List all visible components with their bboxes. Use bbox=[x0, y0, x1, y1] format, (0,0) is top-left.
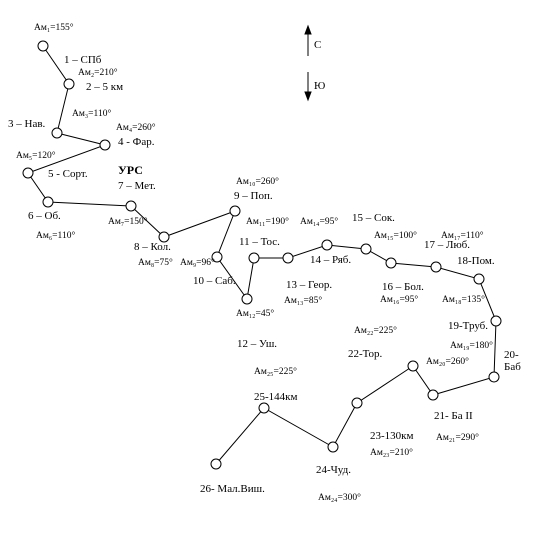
south-arrow bbox=[304, 72, 312, 102]
route-line bbox=[27, 45, 497, 465]
station-node-18 bbox=[473, 273, 485, 285]
station-label-18: 18-Пом. bbox=[457, 255, 495, 267]
station-nodes bbox=[22, 40, 502, 470]
north-arrow bbox=[304, 24, 312, 56]
station-node-22 bbox=[407, 360, 419, 372]
station-label-22: 22-Тор. bbox=[348, 348, 383, 360]
azimuth-label-12: Ам₁₂=45° bbox=[236, 309, 275, 319]
azimuth-label-10: Ам₁₀=260° bbox=[236, 177, 279, 187]
station-node-19 bbox=[490, 315, 502, 327]
azimuth-label-9: Ам₉=96° bbox=[180, 258, 215, 268]
station-label-17: 17 – Люб. bbox=[424, 239, 471, 251]
azimuth-label-11: Ам₁₁=190° bbox=[246, 217, 289, 227]
station-label-7: 7 – Мет. bbox=[118, 180, 156, 192]
station-label-10: 10 – Саб. bbox=[193, 275, 236, 287]
station-label-12: 12 – Уш. bbox=[237, 338, 278, 350]
station-node-20 bbox=[488, 371, 500, 383]
azimuth-label-6: Ам₆=110° bbox=[36, 231, 76, 241]
station-node-4 bbox=[99, 139, 111, 151]
station-label-2: 2 – 5 км bbox=[86, 81, 124, 93]
azimuth-label-20: Ам₂₀=260° bbox=[426, 357, 469, 367]
azimuth-label-22: Ам₂₂=225° bbox=[354, 326, 397, 336]
azimuth-label-24: Ам₂₄=300° bbox=[318, 493, 361, 503]
station-node-15 bbox=[360, 243, 372, 255]
station-label-20: 20-Баб bbox=[504, 349, 521, 373]
station-node-1 bbox=[37, 40, 49, 52]
region-label: УРС bbox=[118, 163, 143, 177]
azimuth-label-19: Ам₁₉=180° bbox=[450, 341, 493, 351]
azimuth-label-15: Ам₁₅=100° bbox=[374, 231, 417, 241]
station-label-9: 9 – Поп. bbox=[234, 190, 273, 202]
station-label-1: 1 – СПб bbox=[64, 54, 102, 66]
station-node-10 bbox=[211, 251, 223, 263]
station-node-17 bbox=[430, 261, 442, 273]
station-label-21: 21- Ба II bbox=[434, 410, 473, 422]
station-label-13: 13 – Геор. bbox=[286, 279, 333, 291]
azimuth-label-13: Ам₁₃=85° bbox=[284, 296, 323, 306]
station-label-15: 15 – Сок. bbox=[352, 212, 395, 224]
station-label-14: 14 – Ряб. bbox=[310, 254, 352, 266]
station-node-2 bbox=[63, 78, 75, 90]
station-node-5 bbox=[22, 167, 34, 179]
station-node-25 bbox=[258, 402, 270, 414]
station-label-5: 5 - Сорт. bbox=[48, 168, 88, 180]
azimuth-label-8: Ам₈=75° bbox=[138, 258, 173, 268]
azimuth-label-16: Ам₁₆=95° bbox=[380, 295, 419, 305]
station-label-8: 8 – Кол. bbox=[134, 241, 171, 253]
station-node-21 bbox=[427, 389, 439, 401]
station-label-26: 26- Мал.Виш. bbox=[200, 483, 265, 495]
azimuth-label-3: Ам₃=110° bbox=[72, 109, 112, 119]
station-label-16: 16 – Бол. bbox=[382, 281, 424, 293]
azimuth-label-17: Ам₁₇=110° bbox=[441, 231, 484, 241]
station-node-9 bbox=[229, 205, 241, 217]
station-label-25: 25-144км bbox=[254, 391, 298, 403]
station-node-8 bbox=[158, 231, 170, 243]
station-label-19: 19-Труб. bbox=[448, 320, 489, 332]
station-node-16 bbox=[385, 257, 397, 269]
route-polyline bbox=[27, 45, 497, 465]
station-node-12 bbox=[241, 293, 253, 305]
north-label: С bbox=[314, 39, 322, 51]
azimuth-label-4: Ам₄=260° bbox=[116, 123, 156, 133]
station-label-4: 4 - Фар. bbox=[118, 136, 155, 148]
azimuth-label-25: Ам₂₅=225° bbox=[254, 367, 297, 377]
station-node-11 bbox=[248, 252, 260, 264]
south-label: Ю bbox=[314, 80, 326, 92]
station-node-24 bbox=[327, 441, 339, 453]
station-node-26 bbox=[210, 458, 222, 470]
azimuth-label-23: Ам₂₃=210° bbox=[370, 448, 413, 458]
station-node-13 bbox=[282, 252, 294, 264]
azimuth-label-7: Ам₇=150° bbox=[108, 217, 148, 227]
station-node-3 bbox=[51, 127, 63, 139]
station-label-3: 3 – Нав. bbox=[8, 118, 46, 130]
station-label-23: 23-130км bbox=[370, 430, 414, 442]
station-node-23 bbox=[351, 397, 363, 409]
station-node-14 bbox=[321, 239, 333, 251]
azimuth-label-21: Ам₂₁=290° bbox=[436, 433, 479, 443]
station-label-24: 24-Чуд. bbox=[316, 464, 351, 476]
station-node-6 bbox=[42, 196, 54, 208]
azimuth-label-1: Ам₁=155° bbox=[34, 23, 74, 33]
station-node-7 bbox=[125, 200, 137, 212]
azimuth-label-5: Ам₅=120° bbox=[16, 151, 56, 161]
azimuth-label-14: Ам₁₄=95° bbox=[300, 217, 339, 227]
station-label-6: 6 – Об. bbox=[28, 210, 61, 222]
azimuth-label-18: Ам₁₈=135° bbox=[442, 295, 485, 305]
station-label-11: 11 – Тос. bbox=[239, 236, 280, 248]
azimuth-label-2: Ам₂=210° bbox=[78, 68, 118, 78]
